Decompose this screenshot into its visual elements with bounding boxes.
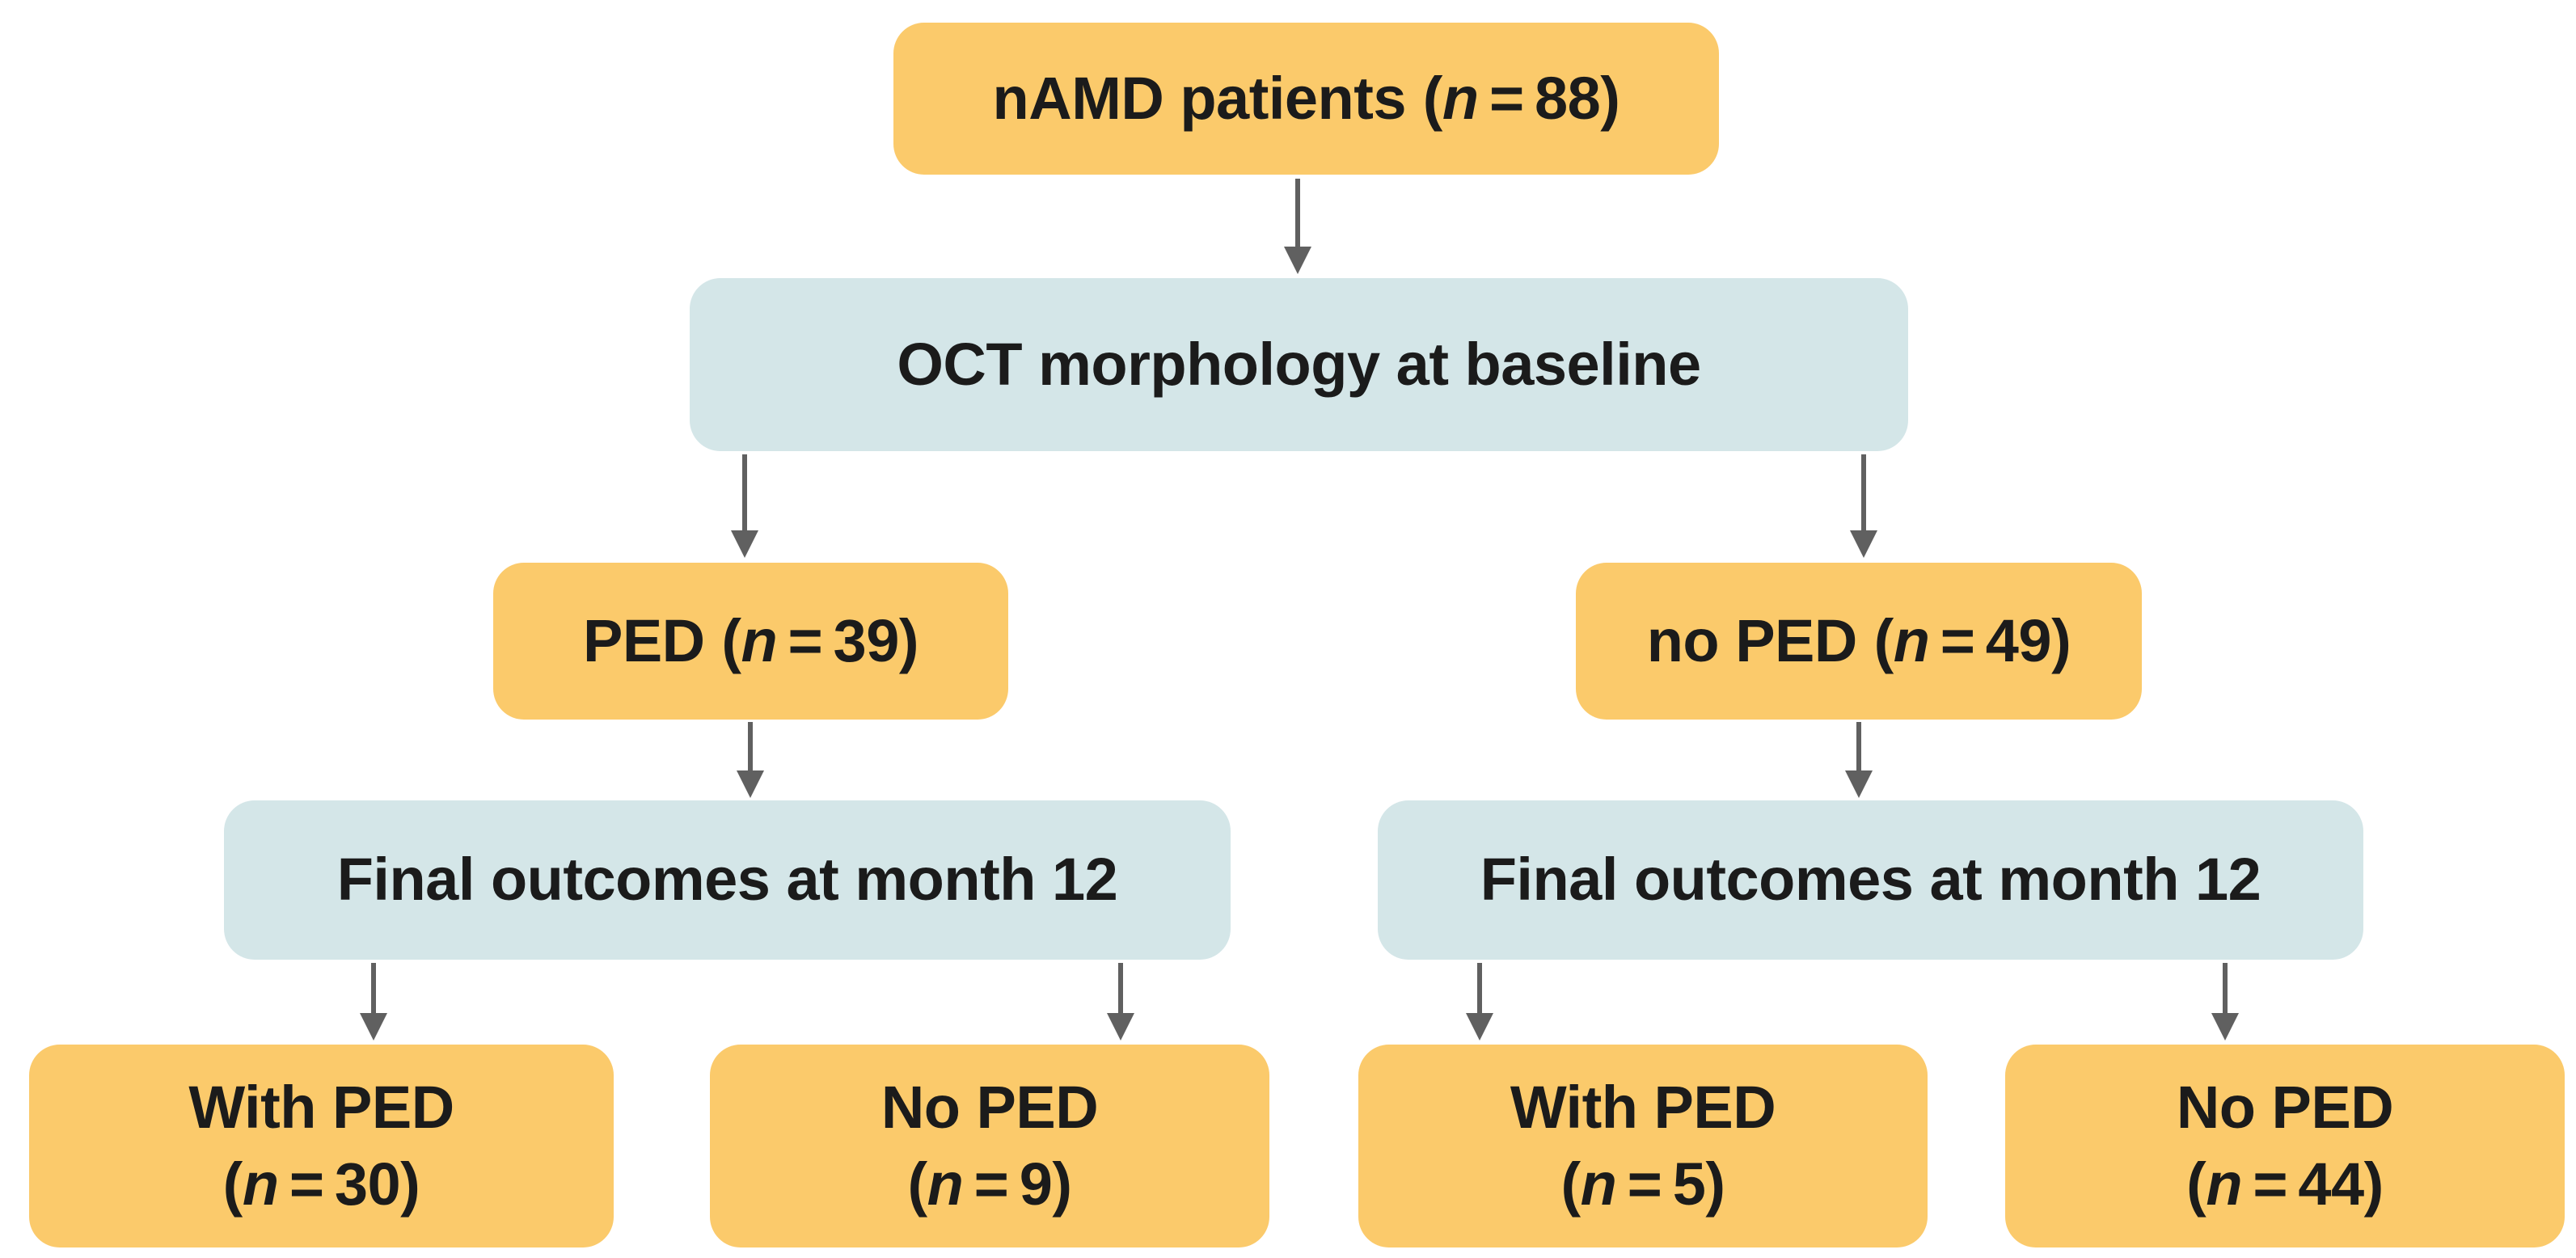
node-no-ped: no PED (n=49) [1576, 563, 2142, 720]
node-label: PED [582, 606, 705, 674]
node-label: With PED [188, 1073, 454, 1141]
arrow-stem [2223, 963, 2228, 1013]
arrow-stem [748, 722, 753, 770]
node-label: no PED [1646, 606, 1858, 674]
sample-size-value: 44 [2298, 1150, 2364, 1218]
sample-size-value: 49 [1985, 606, 2052, 674]
arrow-stem [742, 454, 747, 530]
node-label: OCT morphology at baseline [897, 330, 1701, 398]
flow-arrow [1845, 722, 1873, 798]
sample-size: (n=9) [907, 1146, 1072, 1223]
arrowhead-down-icon [1466, 1013, 1493, 1041]
arrowhead-down-icon [1850, 530, 1877, 558]
arrow-stem [1856, 722, 1861, 770]
arrow-stem [371, 963, 376, 1013]
node-final-outcomes-left: Final outcomes at month 12 [224, 800, 1231, 960]
sample-size-value: 9 [1019, 1150, 1053, 1218]
sample-size-value: 30 [334, 1150, 401, 1218]
flow-arrow [1850, 454, 1877, 558]
flow-arrow [1107, 963, 1134, 1041]
sample-size-value: 5 [1672, 1150, 1706, 1218]
node-final-outcomes-right: Final outcomes at month 12 [1378, 800, 2363, 960]
flow-arrow [737, 722, 764, 798]
sample-size: (n=5) [1560, 1146, 1725, 1223]
arrow-stem [1861, 454, 1866, 530]
node-label: No PED [880, 1073, 1099, 1141]
node-label: With PED [1510, 1073, 1776, 1141]
node-oct-morphology-baseline: OCT morphology at baseline [690, 278, 1908, 451]
flow-arrow [360, 963, 387, 1041]
node-label: No PED [2176, 1073, 2394, 1141]
arrowhead-down-icon [1845, 770, 1873, 798]
arrowhead-down-icon [360, 1013, 387, 1041]
arrowhead-down-icon [2211, 1013, 2239, 1041]
node-label: nAMD patients [992, 64, 1407, 132]
node-right-no-ped: No PED (n=44) [2005, 1045, 2565, 1247]
sample-size: (n=49) [1874, 603, 2071, 680]
sample-size: (n=39) [721, 603, 918, 680]
node-left-with-ped: With PED (n=30) [29, 1045, 614, 1247]
flow-arrow [2211, 963, 2239, 1041]
node-label: Final outcomes at month 12 [336, 846, 1118, 914]
sample-size: (n=88) [1423, 61, 1620, 137]
arrowhead-down-icon [737, 770, 764, 798]
arrowhead-down-icon [731, 530, 758, 558]
flow-arrow [1466, 963, 1493, 1041]
sample-size: (n=44) [2186, 1146, 2384, 1223]
sample-size-value: 39 [833, 606, 900, 674]
flow-arrow [1284, 179, 1311, 274]
arrow-stem [1477, 963, 1482, 1013]
node-right-with-ped: With PED (n=5) [1358, 1045, 1928, 1247]
node-ped: PED (n=39) [493, 563, 1008, 720]
node-label: Final outcomes at month 12 [1480, 846, 2261, 914]
sample-size: (n=30) [223, 1146, 420, 1223]
arrow-stem [1295, 179, 1300, 247]
node-namd-patients: nAMD patients (n=88) [893, 23, 1719, 175]
flow-arrow [731, 454, 758, 558]
sample-size-value: 88 [1534, 64, 1601, 132]
arrow-stem [1118, 963, 1123, 1013]
arrowhead-down-icon [1284, 247, 1311, 274]
node-left-no-ped: No PED (n=9) [710, 1045, 1269, 1247]
arrowhead-down-icon [1107, 1013, 1134, 1041]
